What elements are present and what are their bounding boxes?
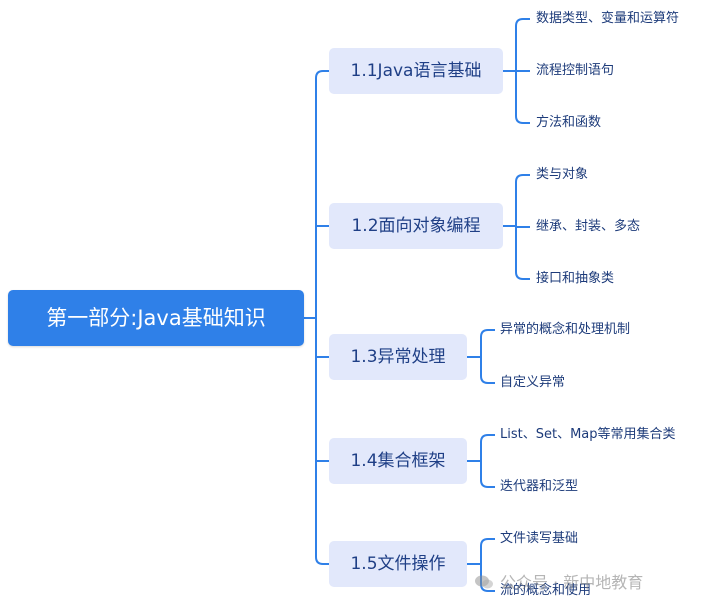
wechat-icon: [475, 575, 493, 589]
subtopic-methods[interactable]: 方法和函数: [536, 115, 602, 130]
root-connector-branch-0: [315, 70, 329, 318]
topic1-connector-branch-0: [515, 18, 530, 71]
topic3-connector-branch-0: [480, 329, 495, 357]
watermark: 公众号 · 新中地教育: [474, 572, 643, 594]
subtopic-interfaces[interactable]: 接口和抽象类: [536, 271, 615, 286]
topic2-connector-branch-0: [515, 174, 530, 226]
topic-java-language-basics[interactable]: 1.1Java语言基础: [329, 48, 503, 94]
subtopic-exception-concept[interactable]: 异常的概念和处理机制: [500, 322, 631, 337]
subtopic-file-io[interactable]: 文件读写基础: [500, 531, 579, 546]
subtopic-data-types[interactable]: 数据类型、变量和运算符: [536, 11, 680, 26]
topic-object-oriented-programming[interactable]: 1.2面向对象编程: [329, 203, 503, 249]
subtopic-classes-objects[interactable]: 类与对象: [536, 167, 589, 182]
topic4-connector-branch-0: [480, 434, 495, 461]
root-node[interactable]: 第一部分:Java基础知识: [8, 290, 304, 346]
topic-exception-handling[interactable]: 1.3异常处理: [329, 334, 467, 380]
topic2-connector-branch-2: [515, 226, 530, 280]
root-connector-branch-4: [315, 318, 329, 565]
topic5-connector-branch-0: [480, 538, 495, 564]
subtopic-collection-classes[interactable]: List、Set、Map等常用集合类: [500, 427, 676, 442]
subtopic-custom-exception[interactable]: 自定义异常: [500, 375, 566, 390]
subtopic-streams[interactable]: 流的概念和使用: [500, 583, 592, 598]
topic3-connector-branch-1: [480, 357, 495, 384]
topic-file-operations[interactable]: 1.5文件操作: [329, 541, 467, 587]
subtopic-iterator-generics[interactable]: 迭代器和泛型: [500, 479, 579, 494]
topic1-connector-branch-2: [515, 71, 530, 124]
subtopic-control-flow[interactable]: 流程控制语句: [536, 63, 615, 78]
topic-collections-framework[interactable]: 1.4集合框架: [329, 438, 467, 484]
topic4-connector-branch-1: [480, 461, 495, 488]
subtopic-inheritance[interactable]: 继承、封装、多态: [536, 219, 641, 234]
watermark-text: 公众号 · 新中地教育: [500, 573, 644, 592]
